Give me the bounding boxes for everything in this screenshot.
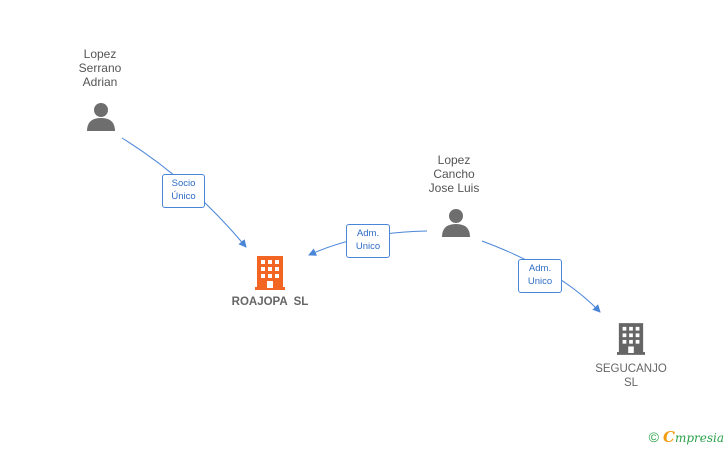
company-name-segucanjo[interactable]: SEGUCANJO SL — [595, 363, 667, 389]
person-name-lopez-serrano[interactable]: Lopez Serrano Adrian — [78, 47, 122, 89]
company-name-roajopa[interactable]: ROAJOPA SL — [231, 296, 309, 308]
copyright-icon: © — [648, 429, 659, 445]
building-icon[interactable] — [617, 322, 645, 356]
building-icon[interactable] — [255, 256, 285, 290]
edge-label-adm-unico: Adm. Unico — [346, 224, 390, 258]
brand-text: Cmpresia — [662, 428, 724, 446]
edge-label-adm-unico: Adm. Unico — [518, 259, 562, 293]
edge-label-socio-unico: Socio Único — [162, 174, 205, 208]
person-icon[interactable] — [441, 207, 471, 237]
empresia-logo[interactable]: © Cmpresia — [649, 428, 724, 446]
person-name-lopez-cancho[interactable]: Lopez Cancho Jose Luis — [428, 153, 480, 195]
person-icon[interactable] — [86, 101, 116, 131]
